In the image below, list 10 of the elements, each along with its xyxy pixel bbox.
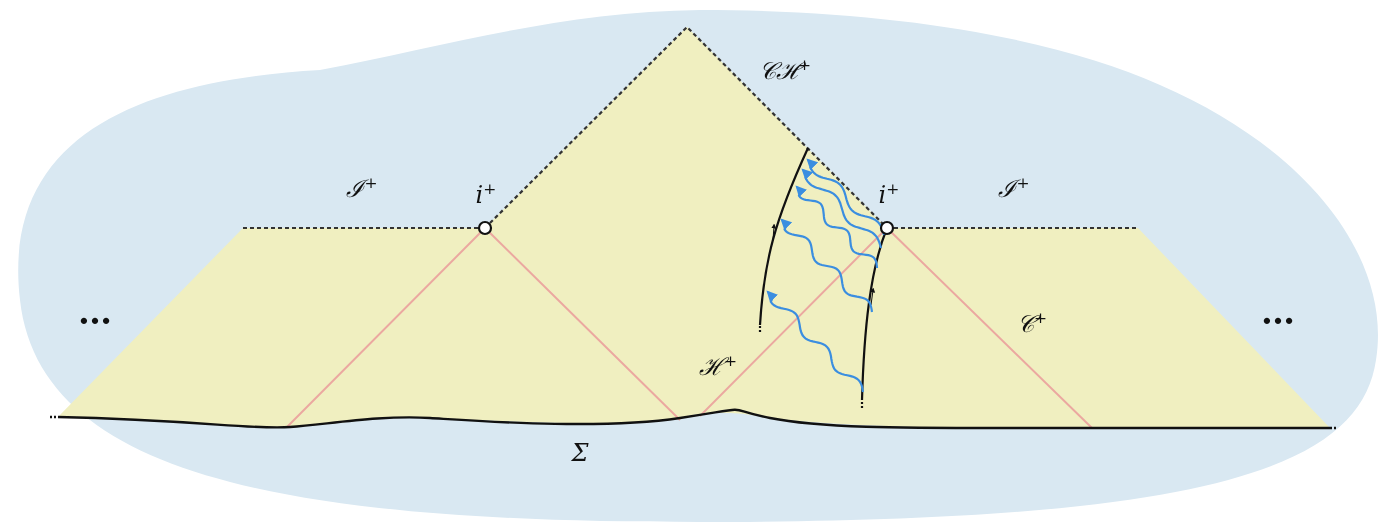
boundary-label: 𝒞ℋ$^{+}$ xyxy=(758,57,812,83)
boundary-label: ℐ$^{+}$ xyxy=(998,175,1030,201)
boundary-label: ℋ$^{+}$ xyxy=(698,353,738,379)
boundary-label: 𝒞$^{+}$ xyxy=(1016,310,1048,336)
ellipsis: … xyxy=(1261,295,1295,329)
boundary-label: i$^{+}$ xyxy=(878,181,900,207)
boundary-label: Σ xyxy=(571,441,589,465)
ellipsis: … xyxy=(78,295,112,329)
boundary-label: i$^{+}$ xyxy=(475,181,497,207)
boundary-label: ℐ$^{+}$ xyxy=(346,175,378,201)
